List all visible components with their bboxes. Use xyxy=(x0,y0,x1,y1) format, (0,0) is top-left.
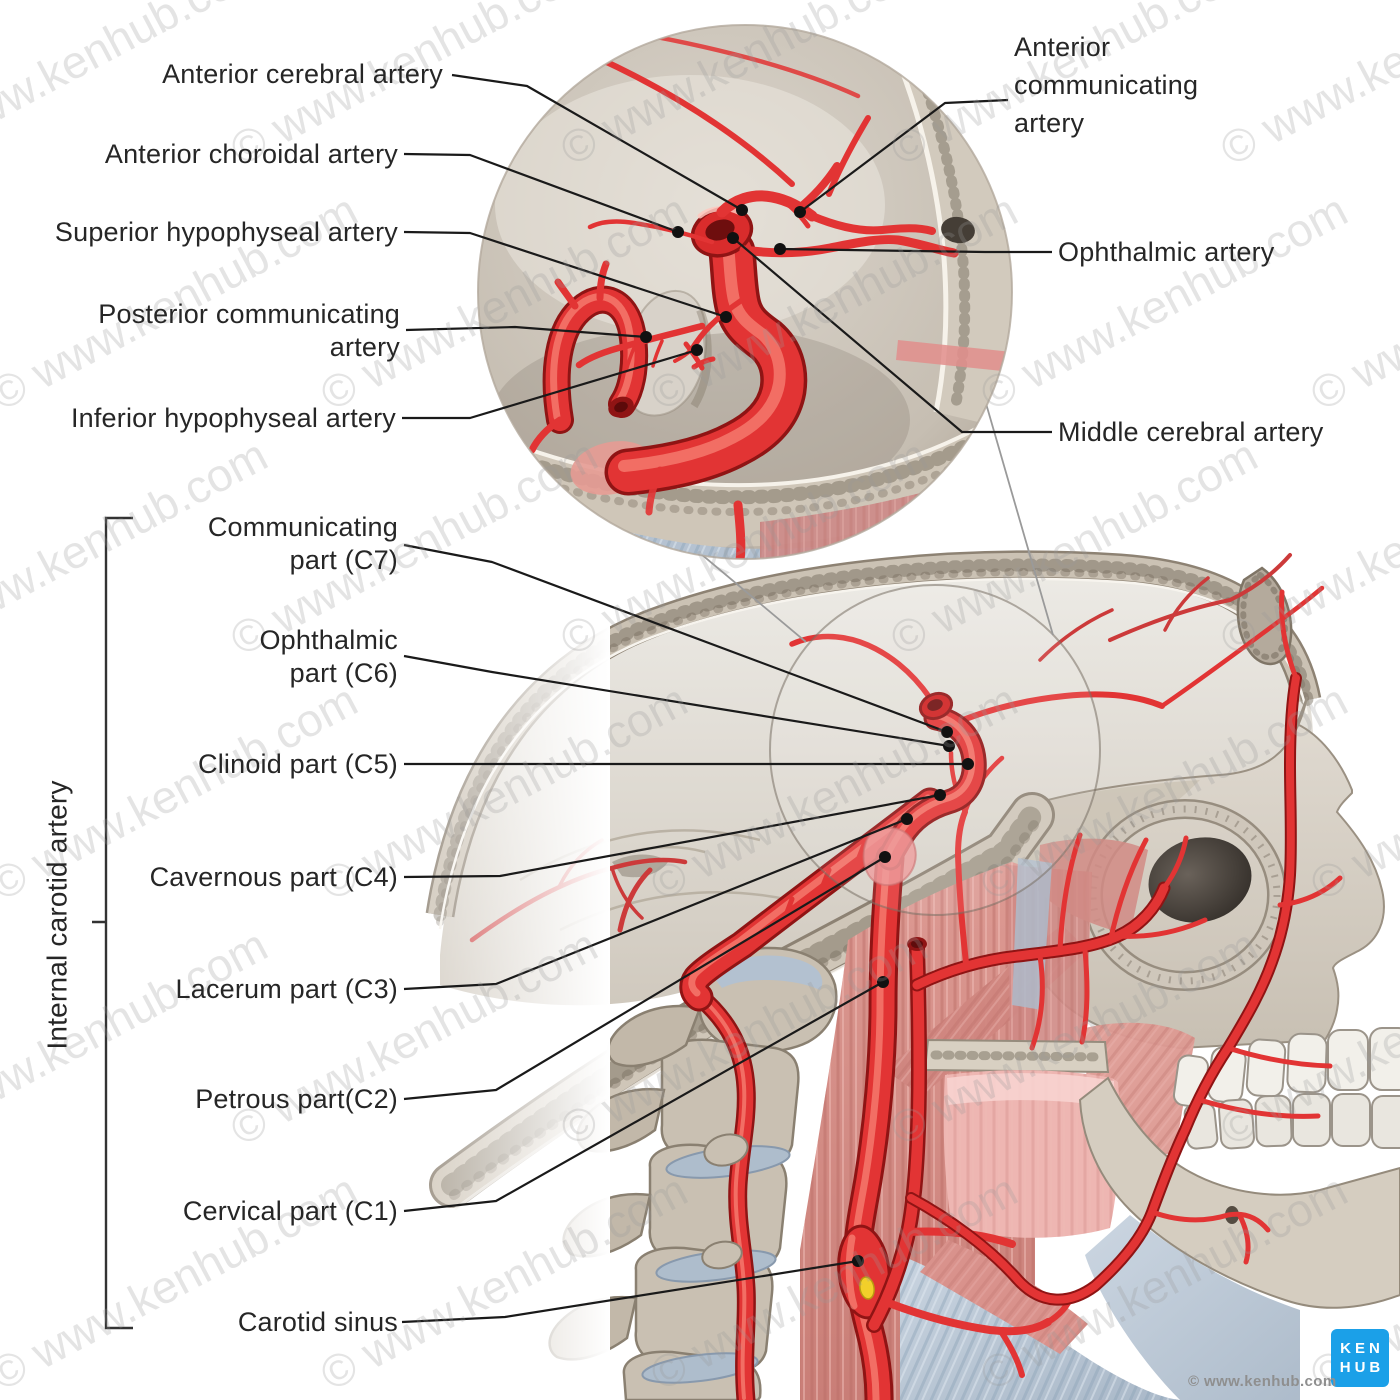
inset-inf-hypophyseal xyxy=(683,341,716,371)
label-cervical-part-c1: Cervical part (C1) xyxy=(182,1196,398,1226)
carotid-siphon-main xyxy=(888,691,974,858)
label-clinoid-part-c5: Clinoid part (C5) xyxy=(198,749,398,779)
medial-pterygoid-muscle xyxy=(943,1070,1120,1238)
temporal-fossa xyxy=(1015,780,1200,861)
copyright-text: © www.kenhub.com xyxy=(1188,1373,1337,1390)
label-inferior-hypophyseal-artery: Inferior hypophyseal artery xyxy=(70,403,396,433)
facial-artery xyxy=(911,589,1343,1300)
label-cavernous-part-c4: Cavernous part (C4) xyxy=(149,862,398,892)
leader-dots xyxy=(640,204,974,1267)
label-petrous-part-c2: Petrous part(C2) xyxy=(195,1084,398,1114)
main-illustration xyxy=(380,430,1400,1400)
inset-pcomm xyxy=(575,322,706,369)
bracket xyxy=(92,516,133,1330)
cranium-interior xyxy=(440,563,1313,1006)
label-middle-cerebral-artery: Middle cerebral artery xyxy=(1058,417,1324,447)
label-superior-hypophyseal-artery: Superior hypophyseal artery xyxy=(54,217,398,247)
leader-lines xyxy=(401,73,1052,1324)
optic-canal xyxy=(941,216,975,244)
inset-magnified-view xyxy=(477,24,1013,560)
label-carotid-sinus: Carotid sinus xyxy=(237,1307,398,1337)
kenhub-logo-text-bottom: HUB xyxy=(1339,1359,1385,1376)
kenhub-logo-text-top: KEN xyxy=(1340,1340,1384,1357)
inset-sup-hypophyseal xyxy=(689,297,745,352)
lower-teeth xyxy=(1183,1093,1400,1150)
anterior-cerebral-main xyxy=(789,633,933,701)
label-ophthalmic-artery: Ophthalmic artery xyxy=(1058,237,1275,267)
inset-choroidal xyxy=(587,219,715,245)
magnifier-region-circle xyxy=(769,584,1101,916)
ica-terminus-opening xyxy=(690,206,754,258)
left-fade xyxy=(380,430,610,1400)
label-lacerum-part-c3: Lacerum part (C3) xyxy=(175,974,398,1004)
dural-band xyxy=(896,340,1012,372)
carotid-body xyxy=(859,1276,875,1300)
mandible-ramus-cut xyxy=(923,1038,1110,1074)
arteries xyxy=(469,553,1343,1400)
ophthalmic-artery-main xyxy=(945,691,1165,729)
kenhub-logo: KEN HUB xyxy=(1331,1329,1389,1387)
posterior-cerebral-loop xyxy=(528,260,637,454)
label-anterior-choroidal-artery: Anterior choroidal artery xyxy=(104,139,398,169)
label-anterior-cerebral-artery: Anterior cerebral artery xyxy=(162,59,443,89)
label-internal-carotid-artery: Internal carotid artery xyxy=(41,780,73,1050)
petrous-ica xyxy=(692,798,930,997)
